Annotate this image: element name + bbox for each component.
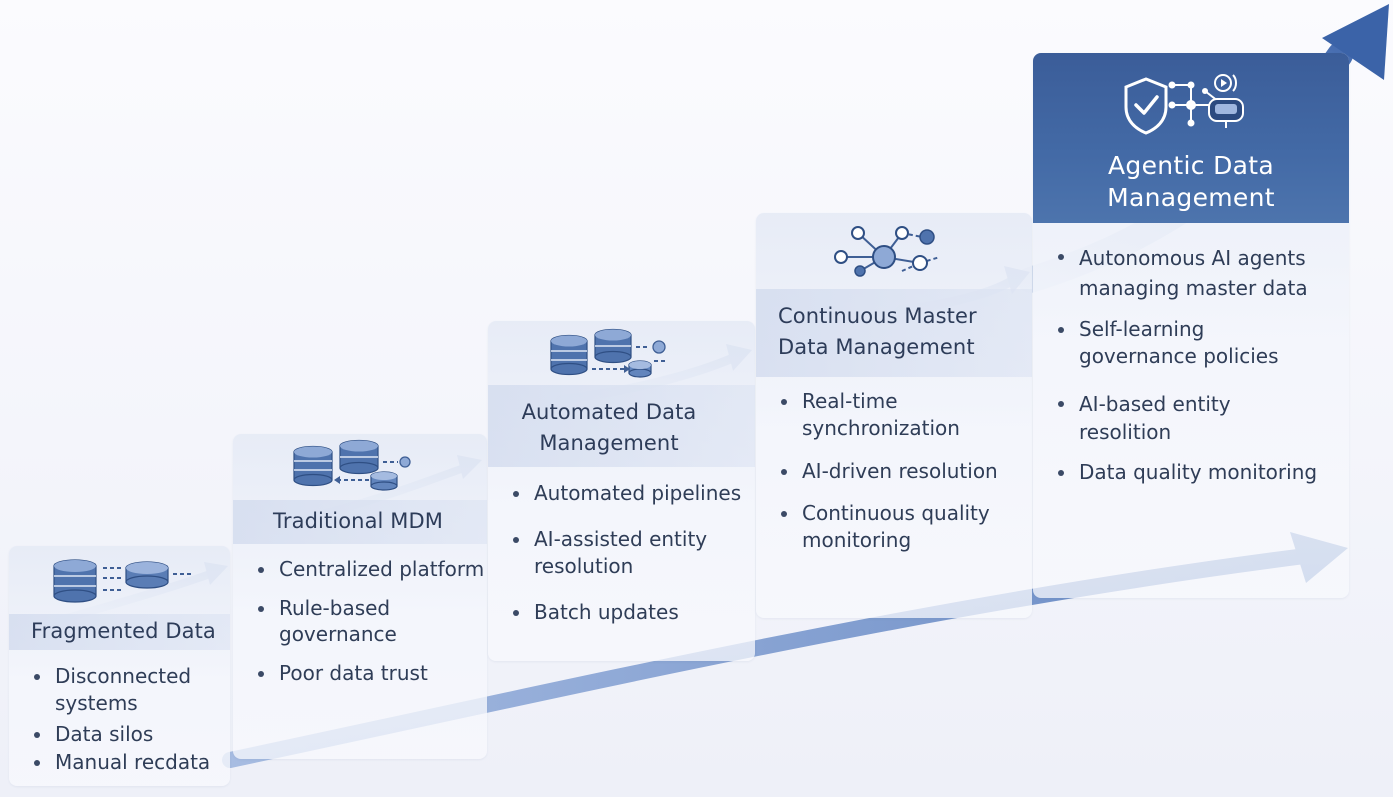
bullet-dot: [34, 760, 40, 766]
stage-title: Automated Data Management: [521, 400, 697, 455]
stage-bullets: Centralized platform Rule-based governan…: [233, 556, 484, 687]
bullet-dot: [1058, 327, 1064, 333]
stage-title: Agentic Data Management: [1107, 151, 1275, 212]
databases-pipeline-icon: [550, 328, 666, 378]
stage-title: Traditional MDM: [273, 509, 443, 533]
bullet-item: AI-driven resolution: [756, 458, 1012, 485]
bullet-item: Data quality monitoring: [1033, 459, 1339, 486]
bullet-dot: [258, 671, 264, 677]
bullet-dot: [34, 674, 40, 680]
bullet-item: Real-time synchronization: [756, 388, 1012, 442]
stage-bullets: Automated pipelines AI-assisted entity r…: [488, 480, 741, 626]
bullet-dot: [1058, 401, 1064, 407]
bullet-dot: [513, 610, 519, 616]
bullet-item: Data silos: [9, 721, 210, 748]
bullet-item: Poor data trust: [233, 660, 484, 687]
bullet-item: Autonomous AI agents managing master dat…: [1033, 243, 1339, 303]
bullet-item: Continuous quality monitoring: [756, 500, 1012, 554]
network-nodes-icon: [834, 226, 941, 277]
stage-card-agentic-data-management: Agentic Data Management Autonomous AI ag…: [1033, 53, 1349, 598]
shield-network-agent-icon: [1124, 74, 1244, 135]
bullet-dot: [34, 732, 40, 738]
bullet-dot: [781, 469, 787, 475]
bullet-item: Centralized platform: [233, 556, 484, 583]
bullet-dot: [513, 491, 519, 497]
stage-title: Continuous Master Data Management: [778, 304, 977, 359]
stage-bullets: Real-time synchronization AI-driven reso…: [756, 388, 1012, 554]
bullet-item: Disconnected systems: [9, 663, 210, 717]
stage-card-automated-data-management: Automated Data Management Automated pipe…: [488, 321, 755, 661]
bullet-item: Automated pipelines: [488, 480, 741, 507]
bullet-dot: [258, 567, 264, 573]
bullet-dot: [781, 399, 787, 405]
bullet-dot: [781, 511, 787, 517]
bullet-item: AI-assisted entity resolution: [488, 526, 741, 580]
stage-bullets: Disconnected systems Data silos Manual r…: [9, 663, 210, 776]
bullet-item: Self-learning governance policies: [1033, 316, 1339, 370]
stage-card-traditional-mdm: Traditional MDM Centralized platform Rul…: [233, 434, 487, 759]
bullet-dot: [258, 606, 264, 612]
database-link-icon: [53, 559, 193, 603]
stage-bullets: Autonomous AI agents managing master dat…: [1033, 243, 1339, 486]
bullet-dot: [1058, 254, 1064, 260]
stage-title: Fragmented Data: [31, 619, 216, 643]
stage-card-fragmented-data: Fragmented Data Disconnected systems Dat…: [9, 546, 230, 786]
bullet-item: Batch updates: [488, 599, 741, 626]
bullet-item: AI-based entity resolition: [1033, 390, 1339, 446]
databases-sync-icon: [293, 439, 411, 491]
bullet-item: Rule-based governance: [233, 595, 484, 648]
bullet-item: Manual recdata: [9, 749, 210, 776]
bullet-dot: [513, 537, 519, 543]
bullet-dot: [1058, 470, 1064, 476]
stage-card-continuous-mdm: Continuous Master Data Management Real-t…: [756, 213, 1032, 618]
